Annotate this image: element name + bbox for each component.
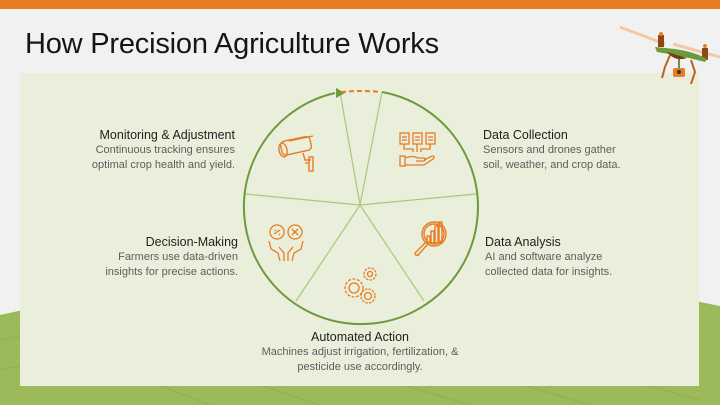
step-description: Farmers use data-driven bbox=[118, 251, 238, 263]
step-decision-making: Decision-Making Farmers use data-driven … bbox=[18, 235, 238, 280]
step-automated-action: Automated Action Machines adjust irrigat… bbox=[230, 330, 490, 375]
step-title: Monitoring & Adjustment bbox=[99, 128, 236, 142]
top-accent-bar bbox=[0, 0, 720, 9]
step-title: Data Analysis bbox=[485, 235, 561, 249]
drone-icon bbox=[619, 25, 720, 85]
step-description: collected data for insights. bbox=[485, 266, 613, 278]
step-data-analysis: Data Analysis AI and software analyze co… bbox=[485, 235, 705, 280]
page-title: How Precision Agriculture Works bbox=[25, 28, 439, 60]
step-monitoring-adjustment: Monitoring & Adjustment Continuous track… bbox=[15, 128, 235, 173]
step-description: Sensors and drones gather bbox=[483, 144, 616, 156]
step-description: soil, weather, and crop data. bbox=[483, 159, 621, 171]
magnifier-chart-icon bbox=[414, 221, 447, 257]
hands-decision-icon bbox=[268, 224, 304, 262]
hand-documents-icon bbox=[399, 132, 436, 167]
step-description: optimal crop health and yield. bbox=[91, 159, 235, 171]
step-data-collection: Data Collection Sensors and drones gathe… bbox=[483, 128, 703, 173]
security-camera-icon bbox=[278, 135, 314, 172]
content-panel bbox=[20, 73, 699, 386]
step-title: Decision-Making bbox=[145, 235, 238, 249]
step-title: Automated Action bbox=[311, 330, 409, 344]
step-description: pesticide use accordingly. bbox=[297, 361, 423, 373]
gears-icon bbox=[344, 267, 377, 304]
step-description: insights for precise actions. bbox=[105, 266, 238, 278]
step-title: Data Collection bbox=[483, 128, 568, 142]
step-description: AI and software analyze bbox=[485, 251, 603, 263]
step-description: Machines adjust irrigation, fertilizatio… bbox=[261, 346, 459, 358]
step-description: Continuous tracking ensures bbox=[95, 144, 235, 156]
